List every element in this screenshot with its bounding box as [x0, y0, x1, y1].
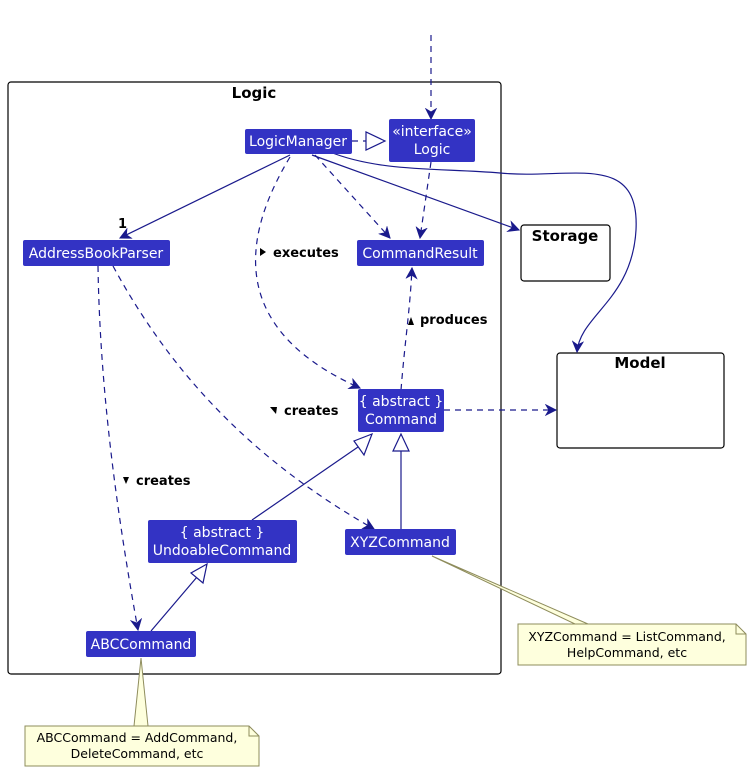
command-result-class[interactable]: CommandResult	[357, 240, 484, 266]
creates-command-direction-icon	[270, 407, 277, 414]
abc-note-line1: ABCCommand = AddCommand,	[37, 730, 238, 745]
address-book-parser-class[interactable]: AddressBookParser	[23, 240, 170, 266]
logic-manager-label: LogicManager	[249, 134, 347, 150]
executes-label: executes	[273, 246, 339, 261]
undoable-inheritance-arrowhead	[189, 562, 208, 585]
logicmanager-to-commandresult-edge	[314, 154, 390, 238]
logic-manager-class[interactable]: LogicManager	[245, 129, 352, 154]
logicmanager-to-storage-edge	[311, 154, 519, 230]
executes-edge	[254, 156, 360, 388]
xyz-command-class[interactable]: XYZCommand	[345, 529, 456, 555]
model-component: Model	[556, 352, 725, 449]
abc-extends-undoable-edge	[150, 576, 198, 632]
logic-to-commandresult-edge	[420, 161, 432, 238]
xyz-note: XYZCommand = ListCommand, HelpCommand, e…	[431, 555, 747, 666]
command-class[interactable]: { abstract } Command	[358, 389, 444, 432]
logic-interface-name: Logic	[414, 142, 451, 158]
creates-command-label: creates	[284, 404, 339, 419]
logic-package: Logic	[7, 81, 502, 675]
executes-label-group: executes	[260, 246, 339, 261]
produces-edge	[400, 268, 412, 391]
command-stereotype: { abstract }	[359, 394, 444, 410]
logic-package-title: Logic	[232, 84, 277, 102]
abc-command-label: ABCCommand	[91, 637, 192, 653]
abc-note: ABCCommand = AddCommand, DeleteCommand, …	[24, 657, 260, 767]
xyz-note-line2: HelpCommand, etc	[567, 645, 687, 660]
produces-label-group: produces	[408, 313, 488, 328]
parser-creates-abc-edge	[97, 265, 138, 630]
multiplicity-label: 1	[118, 217, 127, 232]
command-name: Command	[365, 412, 437, 428]
logic-interface-stereotype: «interface»	[392, 124, 472, 140]
logicmanager-to-parser-edge	[120, 154, 291, 238]
creates-command-label-group: creates	[270, 404, 339, 419]
realization-arrowhead	[365, 131, 387, 151]
abc-command-class[interactable]: ABCCommand	[86, 631, 196, 657]
logicmanager-to-model-edge	[329, 151, 637, 352]
xyz-command-label: XYZCommand	[350, 535, 450, 551]
storage-title: Storage	[532, 227, 599, 245]
model-title: Model	[614, 354, 665, 372]
xyz-note-line1: XYZCommand = ListCommand,	[528, 629, 726, 644]
address-book-parser-label: AddressBookParser	[29, 246, 164, 262]
command-inheritance-arrowhead-left	[353, 432, 374, 457]
creates-abc-direction-icon	[123, 477, 129, 484]
command-inheritance-arrowhead-right	[392, 432, 410, 452]
command-result-label: CommandResult	[362, 246, 478, 262]
abc-note-line2: DeleteCommand, etc	[71, 746, 204, 761]
creates-abc-label-group: creates	[123, 474, 191, 489]
logic-interface-class[interactable]: «interface» Logic	[389, 119, 475, 162]
produces-label: produces	[420, 313, 488, 328]
executes-direction-icon	[260, 248, 266, 256]
undoable-command-class[interactable]: { abstract } UndoableCommand	[148, 520, 297, 563]
undoable-extends-command-edge	[251, 446, 359, 521]
undoable-command-stereotype: { abstract }	[180, 525, 265, 541]
produces-direction-icon	[408, 317, 414, 325]
undoable-command-name: UndoableCommand	[153, 543, 292, 559]
storage-component: Storage	[520, 224, 611, 282]
creates-abc-label: creates	[136, 474, 191, 489]
